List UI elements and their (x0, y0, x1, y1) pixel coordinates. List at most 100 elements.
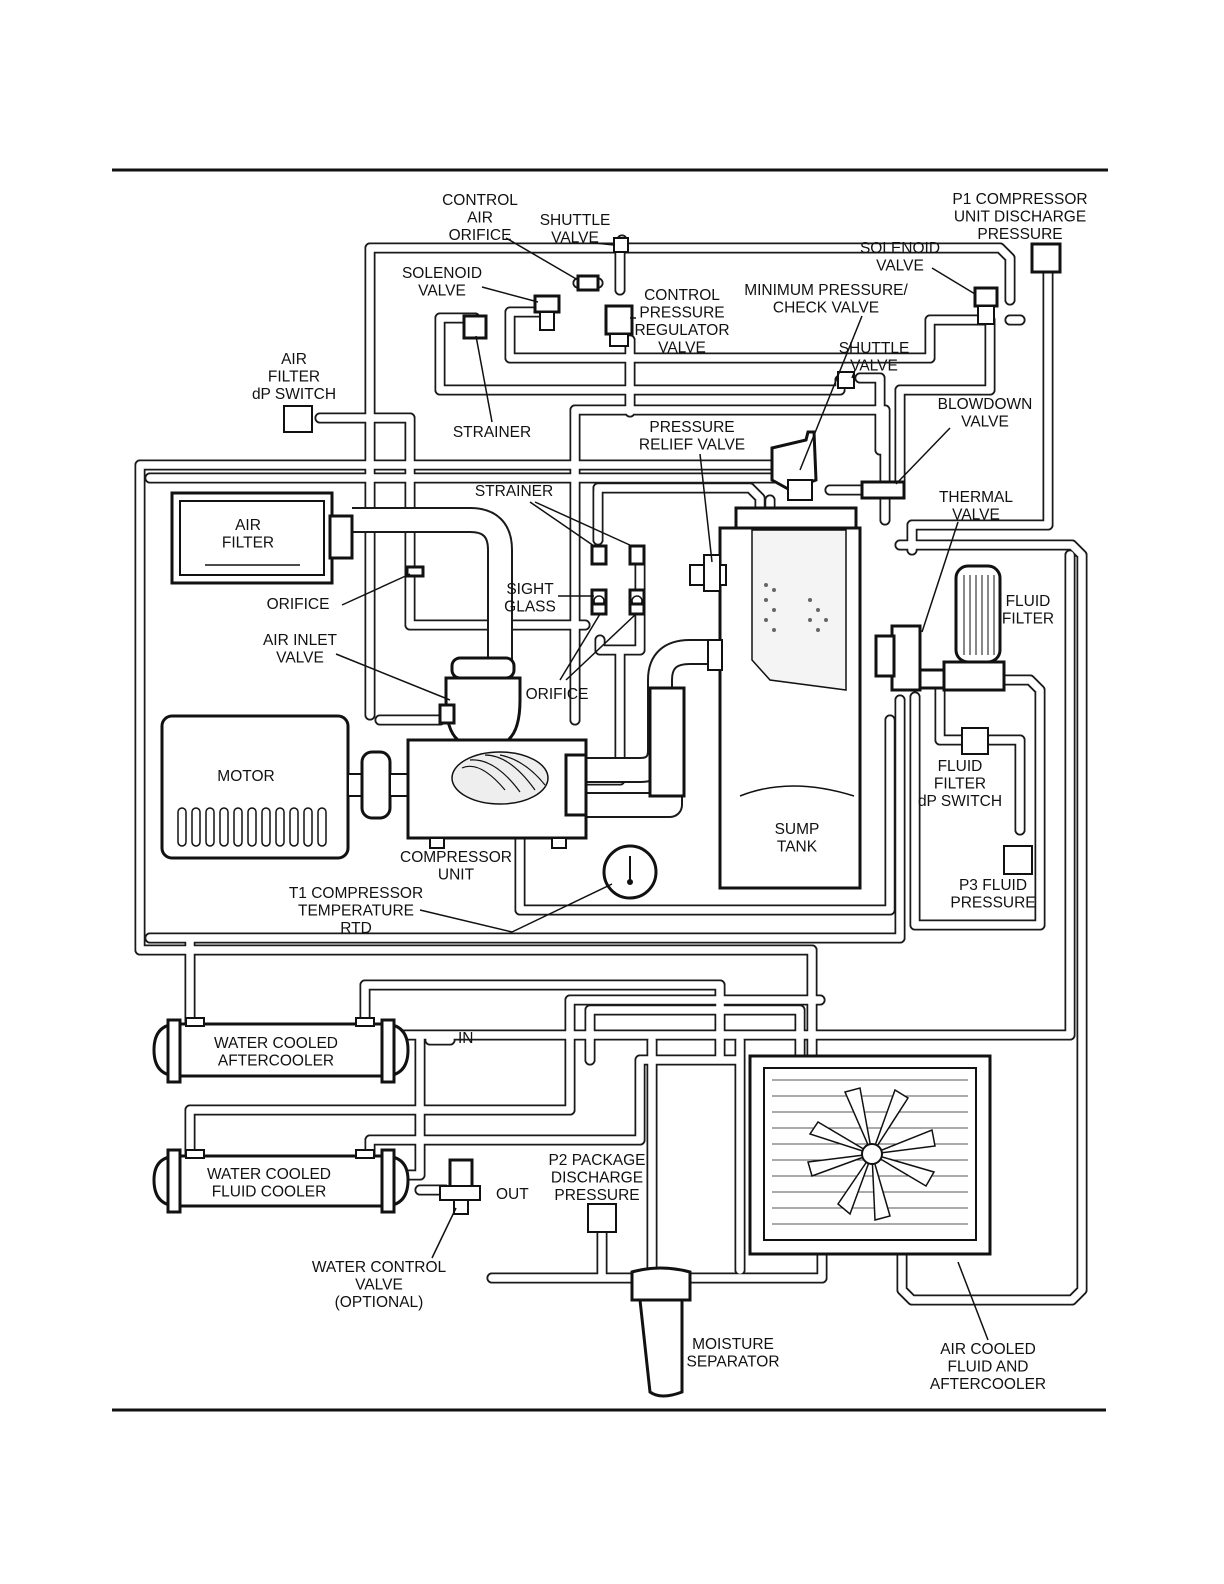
label-line: (OPTIONAL) (335, 1294, 424, 1311)
label-line: AIR INLET (263, 632, 338, 649)
moisture-separator-body (630, 1266, 692, 1398)
label-line: VALVE (551, 230, 599, 247)
label-line: dP SWITCH (252, 386, 336, 403)
label-line: AIR (467, 210, 493, 227)
label-line: P2 PACKAGE (548, 1152, 645, 1169)
label-line: THERMAL (939, 489, 1013, 506)
label-line: VALVE (658, 340, 706, 357)
label-strainer-mid: STRAINER (475, 483, 553, 500)
label-line: STRAINER (453, 424, 531, 441)
label-line: FLUID (938, 758, 983, 775)
label-line: AIR (281, 351, 307, 368)
label-line: AFTERCOOLER (218, 1053, 334, 1070)
label-line: FLUID COOLER (212, 1184, 327, 1201)
water-fluid-cooler-body (152, 1148, 410, 1214)
label-line: ORIFICE (449, 227, 512, 244)
label-line: REGULATOR (634, 322, 729, 339)
label-line: PRESSURE (649, 419, 734, 436)
label-line: PRESSURE (950, 895, 1035, 912)
label-line: VALVE (961, 414, 1009, 431)
control-valves-group (283, 237, 1062, 433)
thermal-valve-body (874, 624, 946, 692)
rtd-gauge (602, 844, 658, 900)
p2-switch-body (587, 1203, 617, 1233)
label-line: dP SWITCH (918, 793, 1002, 810)
label-line: VALVE (276, 650, 324, 667)
leader-lines (335, 237, 989, 1341)
label-line: GLASS (504, 599, 556, 616)
label-line: BLOWDOWN (938, 396, 1033, 413)
label-line: MOISTURE (692, 1336, 774, 1353)
label-line: SEPARATOR (686, 1354, 779, 1371)
fluid-filter-body (942, 564, 1033, 875)
label-line: SUMP (775, 821, 820, 838)
air-cooled-cooler-body (748, 1054, 992, 1256)
label-line: SOLENOID (402, 265, 482, 282)
label-line: VALVE (876, 258, 924, 275)
label-motor: MOTOR (217, 768, 274, 785)
label-line: CONTROL (442, 192, 518, 209)
label-line: UNIT (438, 867, 475, 884)
label-line: CONTROL (644, 287, 720, 304)
label-line: STRAINER (475, 483, 553, 500)
label-line: SHUTTLE (540, 212, 611, 229)
label-line: P3 FLUID (959, 877, 1027, 894)
label-line: TANK (777, 839, 818, 856)
label-line: CHECK VALVE (773, 300, 879, 317)
blowdown-valve-body (860, 480, 906, 500)
label-line: VALVE (355, 1277, 403, 1294)
motor-housing (160, 714, 409, 860)
label-line: TEMPERATURE (298, 903, 414, 920)
shuttle-valve-mid-body (837, 371, 855, 389)
label-line: T1 COMPRESSOR (289, 885, 423, 902)
label-line: OUT (496, 1186, 529, 1203)
label-line: RTD (340, 920, 372, 937)
label-line: FILTER (222, 535, 274, 552)
pressure-relief-valve-body (689, 554, 727, 592)
label-line: ORIFICE (526, 686, 589, 703)
label-line: AFTERCOOLER (930, 1376, 1046, 1393)
label-out: OUT (496, 1186, 529, 1203)
label-orifice-mid: ORIFICE (526, 686, 589, 703)
solenoid-valve-right-body (973, 286, 999, 325)
orifice-left-body (405, 565, 425, 578)
label-line: WATER COOLED (214, 1035, 338, 1052)
label-line: VALVE (850, 358, 898, 375)
label-line: ORIFICE (267, 596, 330, 613)
label-line: FILTER (1002, 611, 1054, 628)
label-in: IN (458, 1030, 474, 1047)
min-pressure-valve-body (770, 430, 818, 501)
label-line: FILTER (268, 369, 320, 386)
sight-glass-group (590, 544, 646, 616)
label-line: VALVE (418, 283, 466, 300)
label-line: AIR (235, 517, 261, 534)
label-line: FLUID AND (948, 1359, 1029, 1376)
label-line: WATER COOLED (207, 1166, 331, 1183)
label-line: VALVE (952, 507, 1000, 524)
label-line: PRESSURE (639, 305, 724, 322)
label-line: IN (458, 1030, 474, 1047)
